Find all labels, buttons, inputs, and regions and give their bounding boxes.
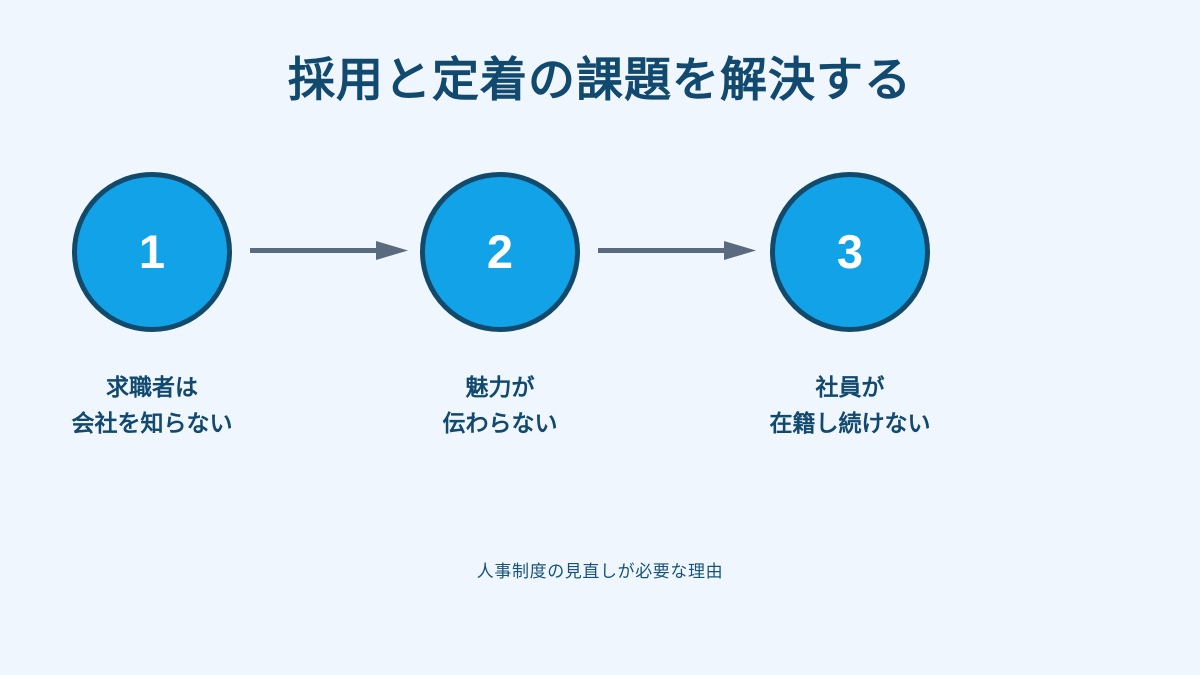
step-label-3-line1: 社員が [815, 374, 885, 400]
step-label-2-line1: 魅力が [465, 374, 535, 400]
step-sequence: 1 2 3 [0, 172, 1200, 332]
step-item-1[interactable]: 1 [72, 172, 232, 332]
step-circle-2[interactable]: 2 [420, 172, 580, 332]
step-labels: 求職者は 会社を知らない 魅力が 伝わらない 社員が 在籍し続けない [0, 370, 1200, 460]
step-circle-3[interactable]: 3 [770, 172, 930, 332]
step-item-3[interactable]: 3 [770, 172, 930, 332]
step-circle-1[interactable]: 1 [72, 172, 232, 332]
step-number-3: 3 [836, 224, 864, 278]
step-number-1: 1 [138, 224, 166, 278]
step-label-1-line1: 求職者は [106, 374, 198, 400]
step-label-3: 社員が 在籍し続けない [690, 370, 1010, 441]
page-title: 採用と定着の課題を解決する [288, 53, 912, 106]
step-label-2: 魅力が 伝わらない [340, 370, 660, 441]
arrow-step2-to-step3-icon [598, 236, 756, 266]
step-label-3-line2: 在籍し続けない [769, 409, 931, 436]
step-number-2: 2 [486, 224, 514, 278]
slide-caption: 人事制度の見直しが必要な理由 [476, 562, 724, 581]
step-label-1: 求職者は 会社を知らない [0, 370, 312, 441]
step-label-1-line2: 会社を知らない [71, 409, 233, 436]
arrow-step1-to-step2-icon [250, 236, 408, 266]
step-item-2[interactable]: 2 [420, 172, 580, 332]
step-label-2-line2: 伝わらない [442, 409, 558, 436]
